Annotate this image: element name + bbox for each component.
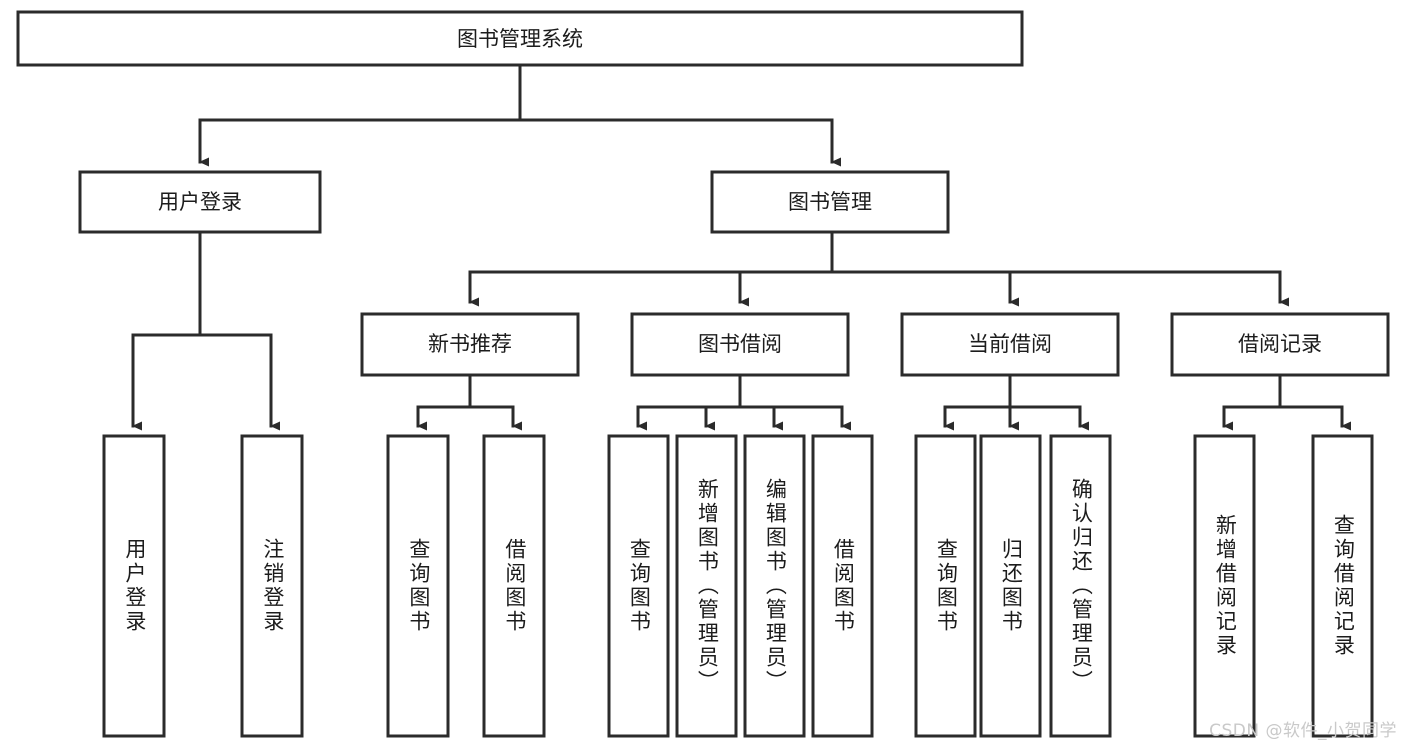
node-root-box[interactable]: [16, 10, 1024, 67]
node-current-borrow[interactable]: 当前借阅: [900, 312, 1120, 377]
leaf-box-current-borrow-2[interactable]: [979, 434, 1042, 738]
node-user-login[interactable]: 用户登录: [78, 170, 322, 234]
node-user-login-label: 用户登录: [158, 190, 242, 214]
connectors-book-manage: [468, 230, 1289, 307]
leaf-box-current-borrow-3[interactable]: [1049, 434, 1112, 738]
connectors-book-borrow: [636, 373, 851, 431]
connectors-new-book: [416, 373, 522, 431]
node-book-manage-label: 图书管理: [788, 190, 872, 214]
node-book-borrow-box[interactable]: [630, 312, 850, 377]
leaf-box-new-book-2[interactable]: [482, 434, 546, 738]
connectors-borrow-record: [1222, 373, 1351, 431]
leaf-box-user-login-2[interactable]: [240, 434, 304, 738]
node-root-label: 图书管理系统: [457, 27, 583, 51]
node-book-borrow[interactable]: 图书借阅: [630, 312, 850, 377]
node-new-book-recommend-box[interactable]: [360, 312, 580, 377]
leaf-box-book-borrow-2[interactable]: [675, 434, 738, 738]
connectors-root: [198, 63, 841, 167]
leaf-boxes-new-book: [386, 434, 546, 738]
connectors-current-borrow: [943, 373, 1089, 431]
node-user-login-box[interactable]: [78, 170, 322, 234]
leaf-boxes-user-login: [102, 434, 304, 738]
node-root[interactable]: 图书管理系统: [16, 10, 1024, 67]
leaf-boxes-borrow-record: [1193, 434, 1374, 738]
leaf-boxes-current-borrow: [914, 434, 1112, 738]
node-book-borrow-label: 图书借阅: [698, 332, 782, 356]
node-borrow-record-label: 借阅记录: [1238, 332, 1322, 356]
leaf-box-book-borrow-3[interactable]: [743, 434, 806, 738]
leaf-box-book-borrow-4[interactable]: [811, 434, 874, 738]
node-book-manage[interactable]: 图书管理: [710, 170, 950, 234]
leaf-box-borrow-record-1[interactable]: [1193, 434, 1256, 738]
leaf-box-user-login-1[interactable]: [102, 434, 166, 738]
connectors-user-login: [131, 230, 280, 431]
node-current-borrow-box[interactable]: [900, 312, 1120, 377]
leaf-boxes-book-borrow: [607, 434, 874, 738]
leaf-box-book-borrow-1[interactable]: [607, 434, 670, 738]
node-new-book-recommend[interactable]: 新书推荐: [360, 312, 580, 377]
node-current-borrow-label: 当前借阅: [968, 332, 1052, 356]
node-borrow-record-box[interactable]: [1170, 312, 1390, 377]
node-book-manage-box[interactable]: [710, 170, 950, 234]
node-borrow-record[interactable]: 借阅记录: [1170, 312, 1390, 377]
leaf-box-new-book-1[interactable]: [386, 434, 450, 738]
node-new-book-recommend-label: 新书推荐: [428, 332, 512, 356]
leaf-box-borrow-record-2[interactable]: [1311, 434, 1374, 738]
leaf-box-current-borrow-1[interactable]: [914, 434, 977, 738]
